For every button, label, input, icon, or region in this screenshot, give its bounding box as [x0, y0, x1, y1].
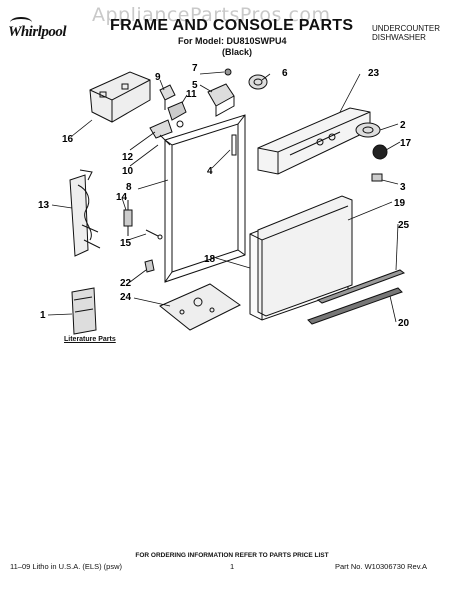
model-line: For Model: DU810SWPU4 [178, 36, 287, 46]
part-door-panels [249, 195, 353, 321]
watermark: AppliancePartsPros.com [92, 4, 331, 26]
part-door-frame [164, 114, 246, 283]
callout-15: 15 [120, 238, 132, 249]
part-literature [71, 287, 97, 335]
callout-3: 3 [400, 182, 406, 193]
part-strip-25 [316, 269, 406, 304]
product-type: UNDERCOUNTER DISHWASHER [372, 24, 440, 42]
callout-6: 6 [282, 68, 288, 79]
callout-10: 10 [122, 166, 134, 177]
callout-17: 17 [400, 138, 412, 149]
callout-8: 8 [126, 182, 132, 193]
callout-22: 22 [120, 278, 132, 289]
callout-11: 11 [186, 89, 197, 100]
callout-12: 12 [122, 152, 134, 163]
callout-18: 18 [204, 254, 216, 265]
product-type-line1: UNDERCOUNTER [372, 24, 440, 33]
callout-20: 20 [398, 318, 410, 329]
color-line: (Black) [222, 47, 253, 57]
callout-4: 4 [207, 166, 213, 177]
brand-swoosh-icon [10, 17, 32, 28]
part-knob [372, 144, 388, 160]
part-switch [207, 68, 235, 117]
callout-7: 7 [192, 63, 198, 74]
product-type-line2: DISHWASHER [372, 33, 426, 42]
callout-2: 2 [400, 120, 406, 131]
callout-16: 16 [62, 134, 74, 145]
callout-19: 19 [394, 198, 406, 209]
callout-24: 24 [120, 292, 132, 303]
part-console-panel [257, 107, 371, 175]
part-clip [144, 259, 155, 273]
callout-9: 9 [155, 72, 161, 83]
part-latch [149, 101, 187, 146]
part-sensor [123, 200, 133, 236]
footer-ordering-note: FOR ORDERING INFORMATION REFER TO PARTS … [135, 552, 329, 559]
footer-litho: 11–09 Litho in U.S.A. (ELS) (psw) [10, 562, 122, 571]
part-disc [248, 74, 268, 90]
part-button [371, 173, 383, 182]
callout-labels: 1 2 3 4 5 6 7 8 9 10 11 12 13 14 15 16 1… [38, 63, 412, 329]
part-hardware-bag [159, 283, 241, 331]
callout-13: 13 [38, 200, 50, 211]
literature-parts-label: Literature Parts [64, 336, 116, 343]
brand-logo: Whirlpool [8, 24, 67, 40]
part-console-cover [89, 71, 151, 123]
part-wire-harness [69, 169, 101, 257]
callout-1: 1 [40, 310, 46, 321]
footer-part-number: Part No. W10306730 Rev.A [335, 562, 427, 571]
callout-25: 25 [398, 220, 410, 231]
footer-page-number: 1 [230, 562, 235, 571]
leader-lines [47, 71, 401, 323]
part-strip-20 [307, 287, 403, 325]
part-escutcheon [355, 122, 381, 138]
callout-5: 5 [192, 80, 198, 91]
callout-23: 23 [368, 68, 380, 79]
page-title: FRAME AND CONSOLE PARTS [110, 17, 354, 34]
part-15 [145, 229, 163, 240]
callout-14: 14 [116, 192, 128, 203]
